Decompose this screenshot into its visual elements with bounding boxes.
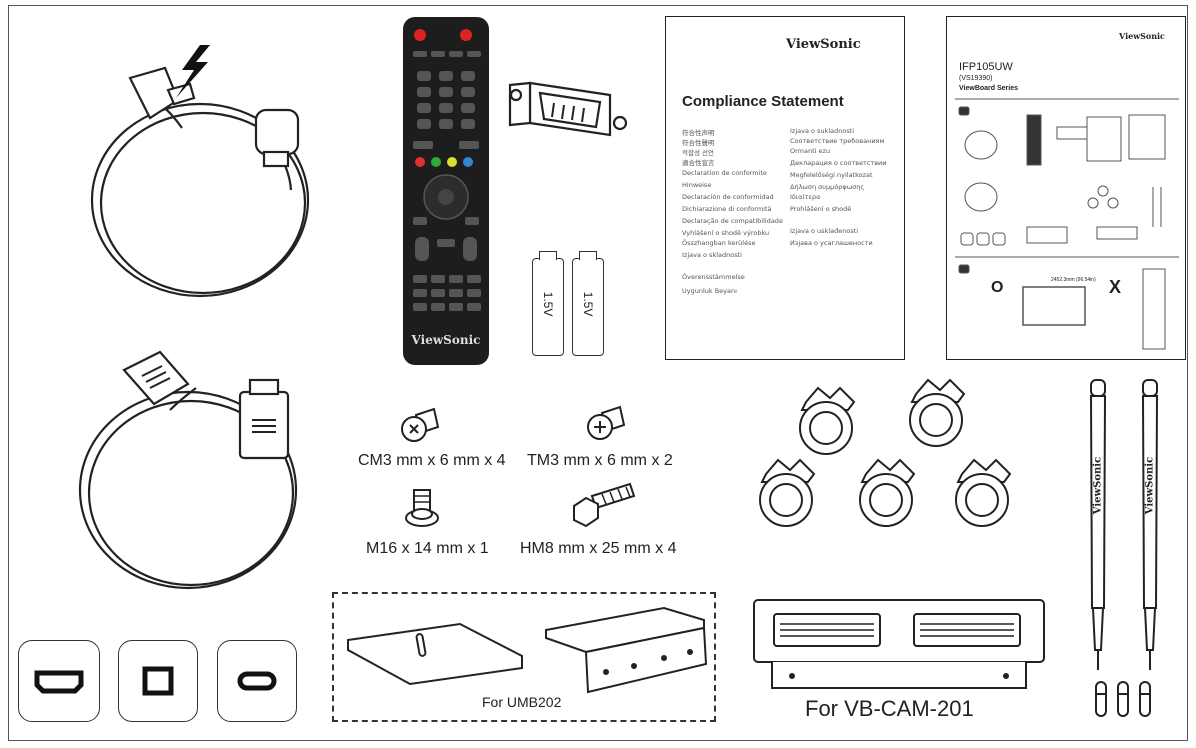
compliance-statement-doc: ViewSonic Compliance Statement 符合性声明 符合性… [665,16,905,360]
hdmi-port-icon [18,640,100,722]
qsg-dimension: 2452.3mm (96.54in) [1051,277,1096,283]
power-cable-illustration [90,45,310,298]
hm8-screw-icon [573,482,636,528]
compliance-title: Compliance Statement [682,93,844,110]
qsg-series: ViewBoard Series [959,85,1019,92]
m16-screw-label: M16 x 14 mm x 1 [366,540,489,557]
cable-clips-illustration [759,378,1012,527]
tm3-screw-label: TM3 mm x 6 mm x 2 [527,452,673,469]
umb202-label: For UMB202 [482,694,562,710]
cm3-screw-label: CM3 mm x 6 mm x 4 [358,452,506,469]
stylus-pen: ViewSonic [1140,378,1160,674]
stylus-pen: ViewSonic [1088,378,1108,674]
hm8-screw-label: HM8 mm x 25 mm x 4 [520,540,677,557]
battery: 1.5V [532,251,564,356]
m16-screw-icon [405,489,439,527]
umb202-bracket-box: For UMB202 [332,592,716,722]
pen-brand-label: ViewSonic [1092,456,1104,515]
battery-voltage-label: 1.5V [541,291,555,317]
cm3-screw-icon [401,407,440,442]
umb202-bracket-illustration [347,606,708,694]
compliance-brand: ViewSonic [786,37,861,52]
remote-control: ViewSonic [403,17,489,365]
qsg-brand: ViewSonic [1119,31,1165,41]
qsg-contents-thumbnail [955,98,1179,350]
qsg-ok-mark: O [991,279,1004,296]
qsg-model: IFP105UW [959,61,1013,73]
vb-cam-label: For VB-CAM-201 [805,696,974,721]
tm3-screw-icon [587,405,626,440]
pen-nibs-illustration [1095,681,1151,717]
rs232-adapter-illustration [508,81,628,137]
vb-cam-bracket-illustration [753,599,1045,689]
hdmi-cable-illustration [78,350,298,590]
qsg-no-mark: X [1109,277,1122,297]
battery-voltage-label: 1.5V [581,291,595,317]
qsg-model-code: (VS19390) [959,75,993,82]
quick-start-guide-doc: ViewSonic IFP105UW (VS19390) ViewBoard S… [946,16,1186,360]
usb-b-port-icon [118,640,198,722]
remote-brand-label: ViewSonic [411,333,481,347]
diagram-frame [8,5,1188,741]
battery: 1.5V [572,251,604,356]
pen-brand-label: ViewSonic [1144,456,1156,515]
usb-c-port-icon [217,640,297,722]
